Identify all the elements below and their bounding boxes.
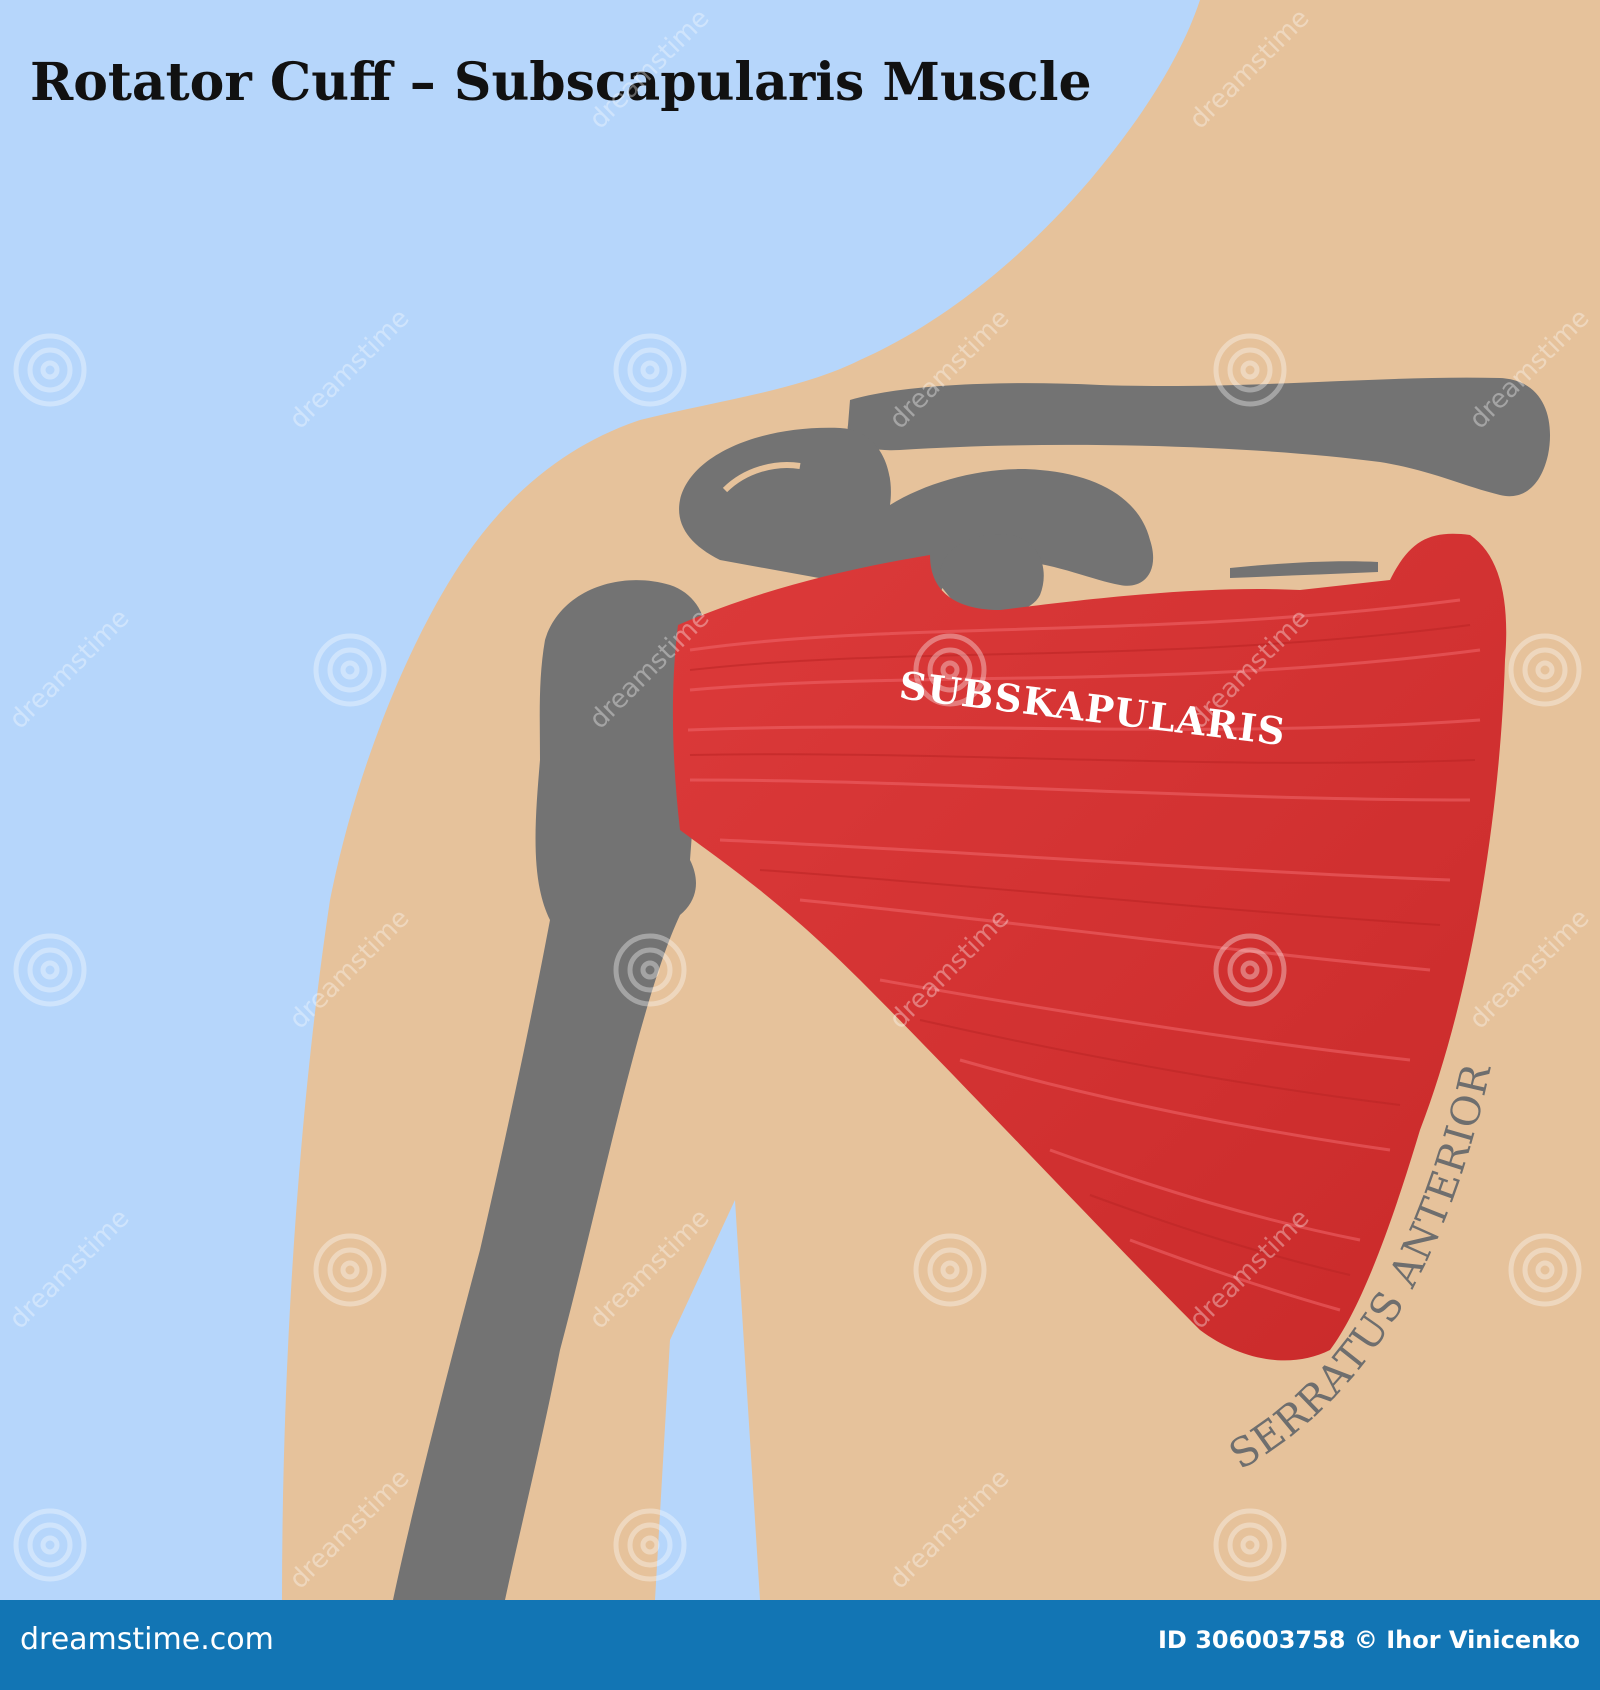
spiral-logo-icon xyxy=(313,633,387,707)
spiral-logo-icon xyxy=(13,333,87,407)
spiral-logo-icon xyxy=(613,1508,687,1582)
spiral-logo-icon xyxy=(1508,1233,1582,1307)
watermark-word: dreamstime xyxy=(284,303,416,435)
diagram-title: Rotator Cuff – Subscapularis Muscle xyxy=(30,52,1092,113)
spiral-logo-icon xyxy=(313,1233,387,1307)
spiral-logo-icon xyxy=(913,633,987,707)
watermark-footer: dreamstime.com ID 306003758 © Ihor Vinic… xyxy=(0,1600,1600,1690)
subscapularis-muscle xyxy=(672,533,1507,1361)
spiral-logo-icon xyxy=(13,1508,87,1582)
muscle-fibers-dark xyxy=(689,624,1476,1276)
spiral-logo-icon xyxy=(13,933,87,1007)
footer-image-id: ID 306003758 © Ihor Vinicenko xyxy=(1158,1626,1580,1654)
watermark-logos xyxy=(13,333,1582,1582)
muscle-fibers xyxy=(687,598,1481,1312)
watermark-word: dreamstime xyxy=(4,1203,136,1335)
image-id: ID 306003758 xyxy=(1158,1626,1346,1654)
acromion-highlight xyxy=(722,462,801,493)
author-name: Ihor Vinicenko xyxy=(1386,1626,1580,1654)
clavicle-bone xyxy=(847,377,1551,497)
footer-site-name: dreamstime.com xyxy=(20,1622,274,1657)
spiral-logo-icon xyxy=(1213,933,1287,1007)
spiral-logo-icon xyxy=(1508,633,1582,707)
watermark-word: dreamstime xyxy=(4,603,136,735)
anatomy-diagram: Rotator Cuff – Subscapularis Muscle SUBS… xyxy=(4,0,1600,1600)
humerus-bone xyxy=(393,580,707,1600)
spiral-logo-icon xyxy=(613,333,687,407)
spiral-logo-icon xyxy=(1213,333,1287,407)
spiral-logo-icon xyxy=(913,1233,987,1307)
scapula-spine xyxy=(1230,561,1378,578)
coracoid-bone xyxy=(939,534,1044,615)
spiral-logo-icon xyxy=(1213,1508,1287,1582)
spiral-logo-icon xyxy=(613,933,687,1007)
